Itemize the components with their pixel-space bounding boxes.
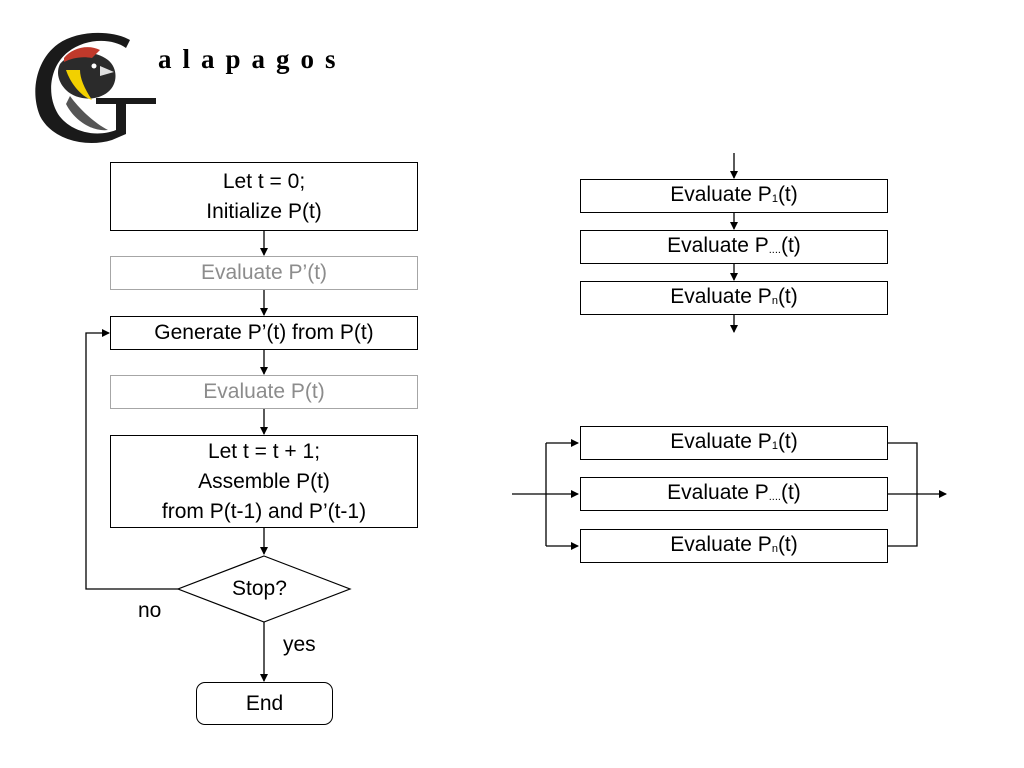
seq-eval-3-sub: n (771, 294, 778, 307)
par-eval-2-sub: .... (768, 490, 781, 503)
par-eval-1-sub: 1 (771, 439, 778, 452)
logo-bird-body (58, 52, 116, 99)
decision-diamond (176, 555, 352, 623)
logo-bird-beak (100, 66, 114, 76)
assemble-line-2: Assemble P(t) (198, 469, 330, 493)
assemble-box: Let t = t + 1; Assemble P(t) from P(t-1)… (110, 435, 418, 528)
logo-wordmark: alapagos (158, 44, 347, 74)
seq-eval-3-prefix: Evaluate P (670, 284, 772, 308)
logo-bird-crest (64, 47, 100, 62)
logo-g-letter (35, 32, 156, 143)
yes-label: yes (283, 633, 316, 656)
decision-label: Stop? (232, 577, 287, 600)
generate-box: Generate P’(t) from P(t) (110, 316, 418, 350)
seq-eval-3-suffix: (t) (777, 284, 798, 308)
par-eval-2-prefix: Evaluate P (667, 480, 769, 504)
galapagos-logo-mark (35, 32, 156, 143)
seq-eval-1-sub: 1 (771, 192, 778, 205)
loop-back-connector (85, 329, 178, 590)
par-eval-3-prefix: Evaluate P (670, 532, 772, 556)
seq-eval-box-2: Evaluate P....(t) (580, 230, 888, 264)
par-eval-3-sub: n (771, 542, 778, 555)
evaluate-p-prime-label: Evaluate P’(t) (200, 261, 328, 284)
logo-bird-throat (66, 70, 92, 100)
evaluate-p-prime-box: Evaluate P’(t) (110, 256, 418, 290)
assemble-line-1: Let t = t + 1; (207, 439, 321, 463)
end-label: End (245, 691, 284, 715)
seq-eval-1-suffix: (t) (777, 182, 798, 206)
seq-eval-2-suffix: (t) (780, 233, 801, 257)
seq-eval-2-prefix: Evaluate P (667, 233, 769, 257)
par-eval-box-2: Evaluate P....(t) (580, 477, 888, 511)
par-eval-box-1: Evaluate P1(t) (580, 426, 888, 460)
init-box: Let t = 0; Initialize P(t) (110, 162, 418, 231)
par-eval-3-suffix: (t) (777, 532, 798, 556)
seq-eval-2-sub: .... (768, 243, 781, 256)
par-eval-1-prefix: Evaluate P (670, 429, 772, 453)
assemble-line-3: from P(t-1) and P’(t-1) (161, 499, 367, 523)
generate-label: Generate P’(t) from P(t) (154, 321, 374, 344)
par-eval-box-3: Evaluate Pn(t) (580, 529, 888, 563)
seq-eval-1-prefix: Evaluate P (670, 182, 772, 206)
init-line-2: Initialize P(t) (206, 199, 322, 223)
seq-eval-box-3: Evaluate Pn(t) (580, 281, 888, 315)
par-eval-1-suffix: (t) (777, 429, 798, 453)
evaluate-p-label: Evaluate P(t) (203, 380, 325, 403)
logo-bird-wing (66, 96, 108, 131)
evaluate-p-box: Evaluate P(t) (110, 375, 418, 409)
no-label: no (138, 599, 162, 622)
end-box: End (196, 682, 333, 725)
par-eval-2-suffix: (t) (780, 480, 801, 504)
init-line-1: Let t = 0; (222, 169, 306, 193)
logo-bird-eye (91, 63, 97, 69)
seq-eval-box-1: Evaluate P1(t) (580, 179, 888, 213)
